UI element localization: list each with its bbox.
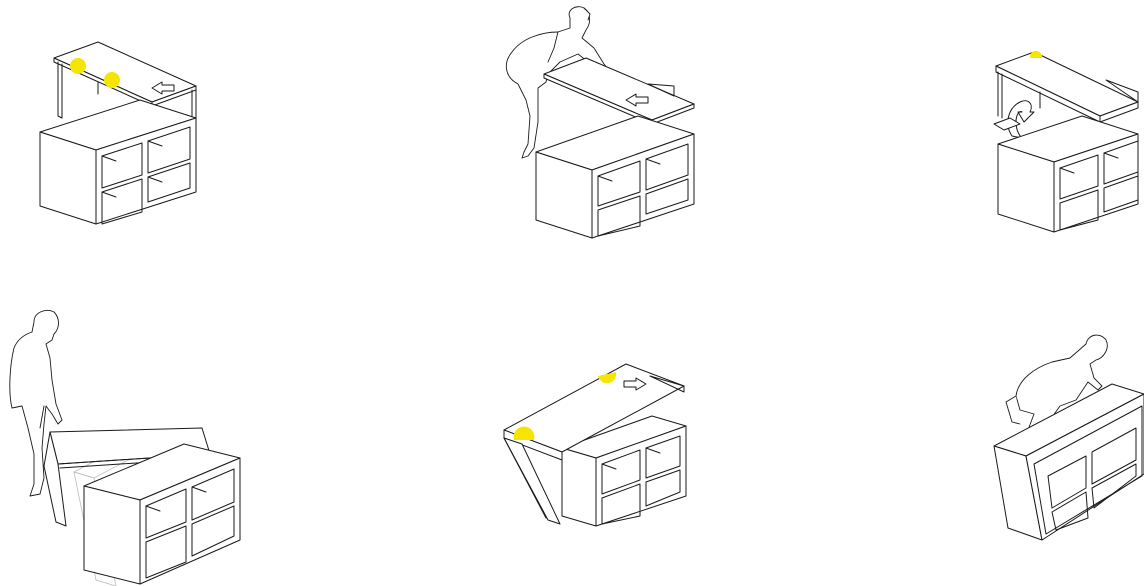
step-4-drawing	[9, 310, 241, 586]
closed-lid	[503, 363, 685, 525]
shelf-unit	[997, 115, 1139, 233]
desk-top	[53, 41, 197, 123]
desk-top	[995, 50, 1139, 123]
step-1-drawing	[39, 41, 197, 225]
shelf-unit	[39, 99, 197, 225]
step-2-drawing	[505, 6, 695, 239]
person	[505, 6, 615, 159]
step-5-drawing	[503, 363, 687, 527]
yellow-dot-icon	[70, 58, 86, 74]
shelf-unit	[561, 415, 687, 527]
person	[9, 310, 63, 497]
yellow-dot-icon	[1030, 50, 1043, 58]
step-6-drawing	[993, 334, 1144, 541]
arrow-left-icon	[625, 93, 649, 107]
person	[1003, 334, 1108, 457]
shelf-unit	[535, 115, 695, 239]
yellow-dot-icon	[514, 426, 535, 440]
step-4-panel	[0, 308, 250, 586]
step-2-panel	[498, 4, 708, 244]
arrow-left-icon	[151, 81, 175, 95]
rotate-arrow-icon	[993, 100, 1035, 139]
shelf-unit	[83, 443, 241, 585]
yellow-dot-icon	[598, 372, 617, 384]
step-3-drawing	[993, 50, 1139, 233]
step-5-panel	[500, 360, 690, 530]
shelf-unit	[993, 383, 1144, 541]
step-3-panel	[990, 40, 1144, 240]
arrow-right-icon	[623, 377, 647, 391]
desk-top	[543, 57, 695, 125]
step-1-panel	[30, 30, 210, 240]
step-6-panel	[990, 330, 1144, 546]
yellow-dot-icon	[104, 72, 120, 88]
